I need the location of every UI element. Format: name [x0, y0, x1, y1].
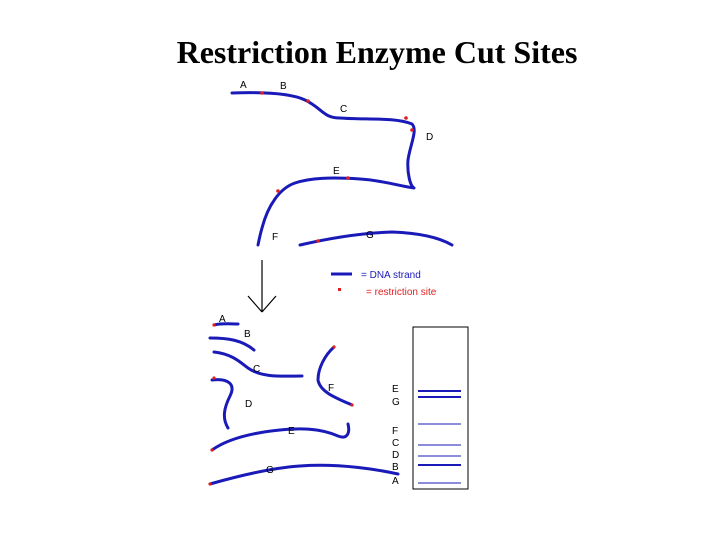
legend: = DNA strand = restriction site: [331, 270, 437, 298]
restriction-site: [276, 189, 280, 193]
restriction-site: [410, 128, 414, 132]
gel-labels: E G F C D B A: [392, 384, 400, 487]
gel-label-d: D: [392, 450, 399, 461]
fragment-labels: A B C F D E G: [219, 314, 334, 476]
gel-lane: [412, 326, 469, 490]
fragment-a: [212, 322, 240, 327]
fragment-d: [210, 378, 234, 430]
fragment-label-b: B: [244, 329, 251, 340]
fragment-e: [210, 422, 351, 452]
restriction-site: [260, 91, 264, 95]
intact-label-c: C: [340, 104, 347, 115]
fragment-f: [316, 345, 354, 407]
restriction-site: [346, 176, 350, 180]
fragment-b: [208, 336, 256, 352]
legend-site-swatch: [338, 288, 341, 291]
restriction-site: [332, 345, 336, 349]
intact-label-e: E: [333, 166, 340, 177]
gel-label-f: F: [392, 426, 398, 437]
restriction-site: [306, 99, 310, 103]
gel-label-c: C: [392, 438, 399, 449]
gel-label-e: E: [392, 384, 399, 395]
intact-label-a: A: [240, 80, 247, 91]
restriction-site: [212, 323, 216, 327]
fragment-c: [212, 350, 304, 378]
gel-label-g: G: [392, 397, 400, 408]
gel-label-b: B: [392, 462, 399, 473]
fragment-g: [208, 463, 400, 486]
fragment-label-c: C: [253, 364, 260, 375]
restriction-site: [210, 448, 214, 452]
restriction-site: [316, 239, 320, 243]
legend-strand-label: = DNA strand: [361, 270, 421, 281]
intact-dna-strand: [230, 91, 454, 247]
legend-site-label: = restriction site: [366, 287, 437, 298]
down-arrow-icon: [247, 260, 277, 313]
intact-label-f: F: [272, 232, 278, 243]
intact-label-d: D: [426, 132, 433, 143]
intact-strand-segment-bottom: [298, 230, 454, 247]
fragment-label-g: G: [266, 465, 274, 476]
intact-labels: A B C D E F G: [240, 80, 433, 243]
fragment-label-a: A: [219, 314, 226, 325]
page-title: Restriction Enzyme Cut Sites: [176, 34, 578, 70]
restriction-site: [208, 482, 212, 486]
fragment-label-e: E: [288, 426, 295, 437]
intact-strand-segment-top: [230, 91, 416, 247]
dna-fragments: [208, 322, 400, 486]
intact-label-g: G: [366, 230, 374, 241]
gel-label-a: A: [392, 476, 399, 487]
restriction-site: [350, 403, 354, 407]
fragment-label-f: F: [328, 383, 334, 394]
gel-outline: [412, 326, 469, 490]
restriction-site: [212, 376, 216, 380]
intact-label-b: B: [280, 81, 287, 92]
fragment-label-d: D: [245, 399, 252, 410]
restriction-site: [404, 116, 408, 120]
